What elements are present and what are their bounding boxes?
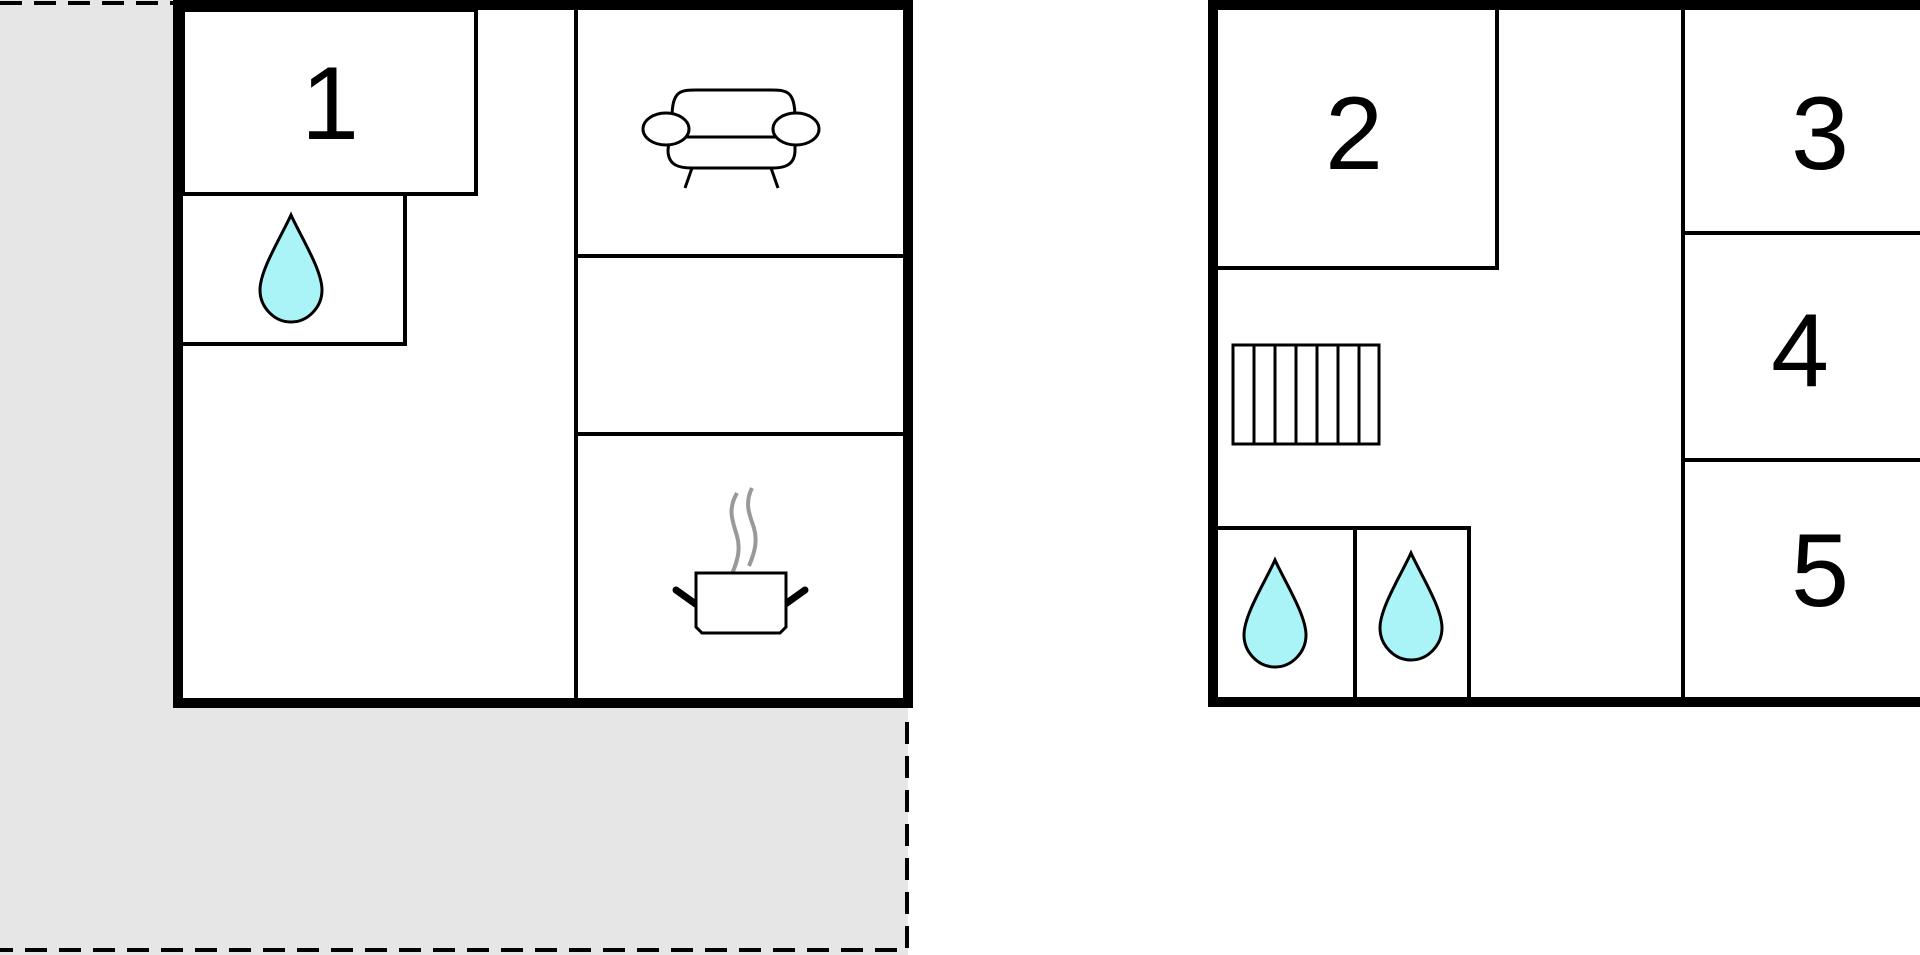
bedroom-number: 3 (1791, 76, 1849, 192)
bedroom-2-outline (1218, 10, 1499, 270)
cooking-pot-icon (672, 487, 809, 635)
floor-1-plan: 1 (173, 0, 913, 708)
sofa-icon (641, 88, 821, 189)
bedroom-number: 2 (1325, 76, 1383, 192)
water-drop-icon (1242, 556, 1308, 669)
bedroom-number: 4 (1771, 293, 1829, 409)
water-drop-icon (1378, 549, 1444, 662)
floor-2-plan: 2 3 4 5 (1208, 0, 1920, 707)
staircase-icon (1231, 343, 1381, 446)
bedroom-number: 1 (301, 46, 359, 162)
water-drop-icon (258, 211, 324, 324)
terrace-area (0, 0, 909, 955)
bedroom-number: 5 (1791, 513, 1849, 629)
